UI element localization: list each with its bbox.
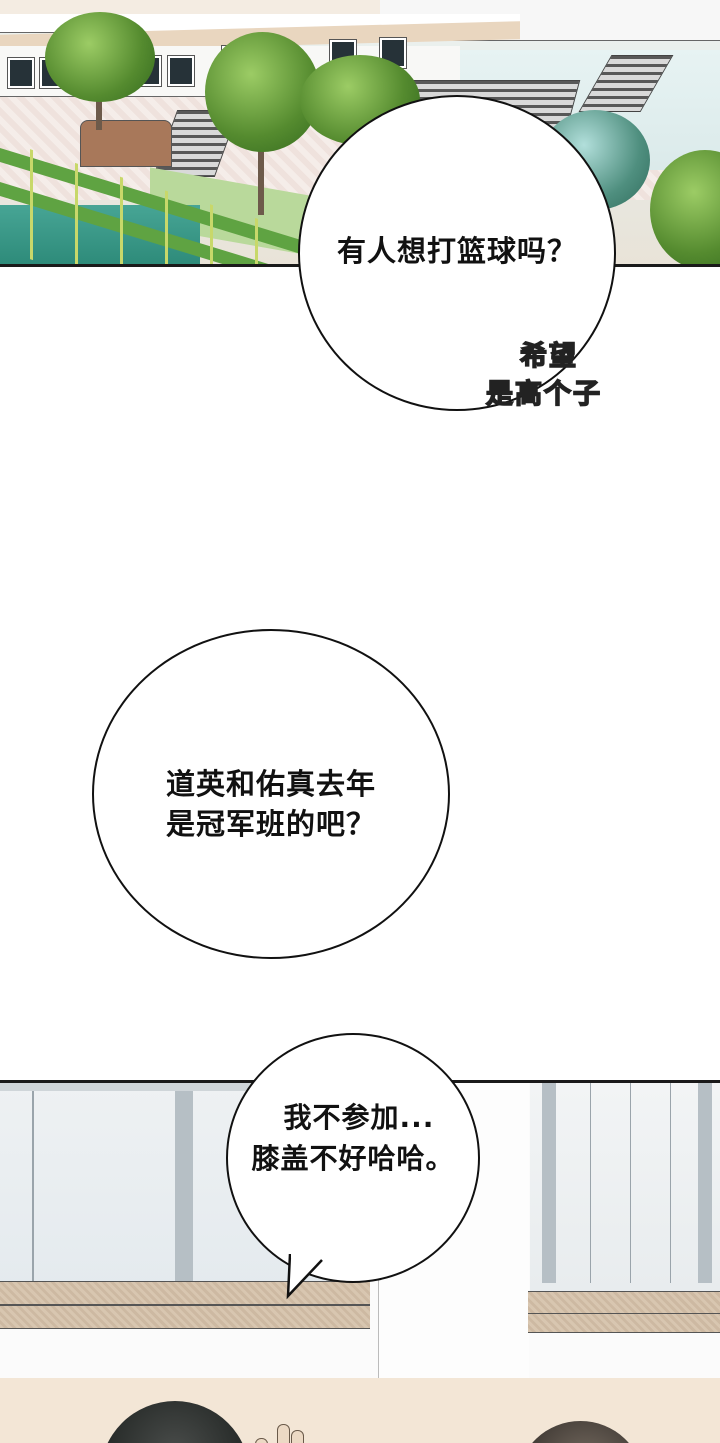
speech-bubble-2: 道英和佑真去年 是冠军班的吧？ [92,629,450,959]
window-sill-right-lower [528,1313,720,1333]
tree [45,12,155,102]
bubble-3-line-1: 我不参加... [283,1101,435,1134]
window-blind [630,1083,631,1283]
fence-post [120,176,123,264]
fence-post [30,149,33,261]
window-blind [590,1083,591,1283]
bubble-2-line-2: 是冠军班的吧？ [165,807,376,841]
window [168,56,194,86]
window-sill-right [528,1291,720,1315]
finger [277,1424,290,1443]
sfx-text-line-2: 是高个子 [485,378,602,411]
window-frame [32,1083,34,1291]
speech-bubble-1: 有人想打篮球吗？ [298,95,616,411]
bubble-2-text: 道英和佑真去年 是冠军班的吧？ [94,764,448,844]
fence-post [75,162,78,264]
fence-post [165,190,168,264]
speech-bubble-3: 我不参加... 膝盖不好哈哈。 [226,1033,480,1283]
finger [291,1430,304,1443]
window-sill-left-lower [0,1305,370,1329]
finger [255,1438,268,1443]
bubble-3-text: 我不参加... 膝盖不好哈哈。 [228,1097,478,1179]
fence-post [210,204,213,264]
window-sill-left [0,1281,370,1305]
planter-box [80,120,172,167]
bubble-2-line-1: 道英和佑真去年 [165,767,376,801]
fence-post [255,217,258,264]
window-blind [670,1083,671,1283]
bubble-1-text: 有人想打篮球吗？ [336,234,577,268]
window-right [530,1083,720,1295]
window-frame [175,1083,193,1281]
window-frame [698,1083,712,1283]
speech-bubble-3-tail [286,1252,323,1300]
tree-trunk [258,110,264,215]
window-frame [542,1083,556,1283]
raised-hand [255,1418,315,1443]
window-frame-top [0,1083,355,1091]
sfx-text-line-1: 希望 [519,340,578,373]
bubble-3-line-2: 膝盖不好哈哈。 [251,1142,455,1175]
window [8,58,34,88]
